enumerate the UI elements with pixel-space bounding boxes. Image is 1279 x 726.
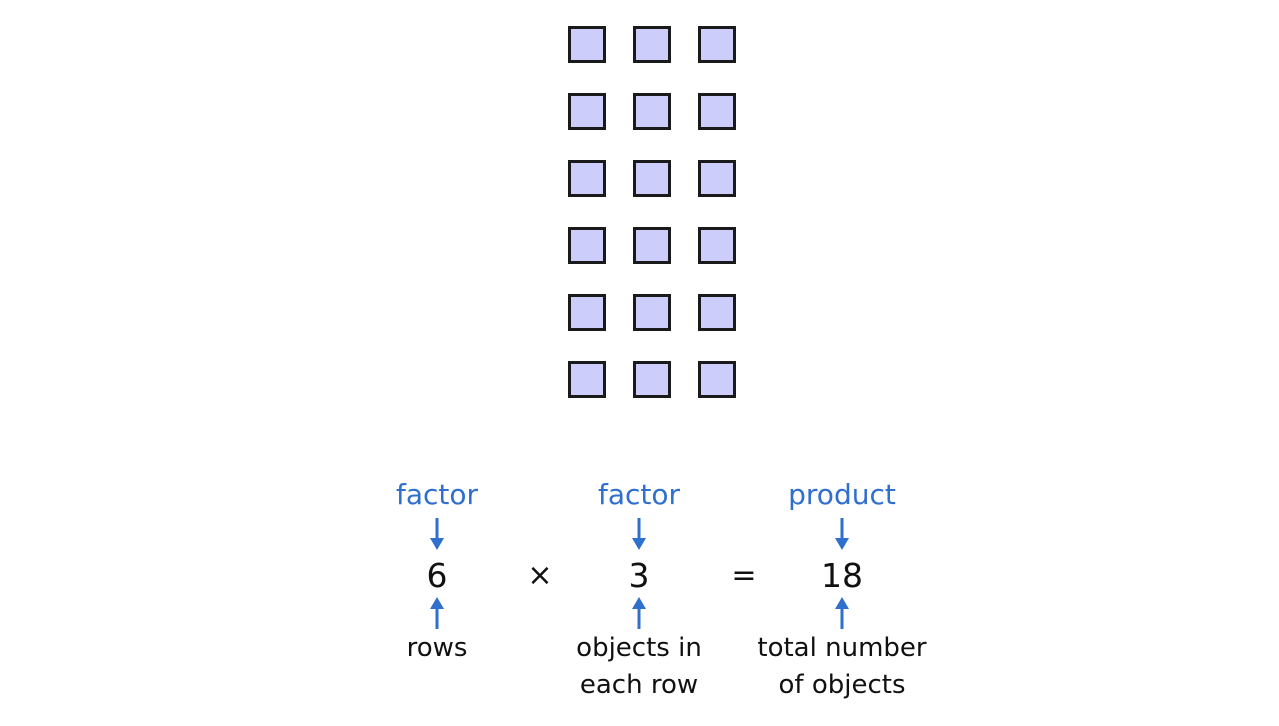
array-object [568, 294, 606, 331]
array-object [698, 227, 736, 264]
term-value: 3 [628, 556, 650, 595]
up-arrow-icon [430, 597, 444, 629]
term-description: total number of objects [757, 633, 927, 700]
array-object [633, 26, 671, 63]
term-value: 18 [821, 556, 863, 595]
array-object [633, 294, 671, 331]
array-object [698, 361, 736, 398]
term-label: factor [395, 478, 479, 511]
array-object [633, 361, 671, 398]
array-object [633, 160, 671, 197]
down-arrow-icon [430, 518, 444, 550]
array-object [568, 361, 606, 398]
down-arrow-icon [632, 518, 646, 550]
array-object [568, 160, 606, 197]
term-value: 6 [426, 556, 448, 595]
term-label: factor [597, 478, 681, 511]
up-arrow-icon [835, 597, 849, 629]
array-object [698, 26, 736, 63]
term-label: product [788, 478, 896, 511]
term-description: objects in each row [576, 633, 702, 700]
times-operator: × [527, 558, 553, 593]
term-product: product 18 total number of objects [732, 479, 952, 709]
array-object [698, 294, 736, 331]
term-description: rows [406, 633, 468, 663]
down-arrow-icon [835, 518, 849, 550]
term-factor-rows: factor 6 rows [327, 479, 547, 709]
array-object [633, 93, 671, 130]
array-object [568, 227, 606, 264]
array-object [568, 93, 606, 130]
array-object [568, 26, 606, 63]
array-object [698, 160, 736, 197]
term-factor-objects: factor 3 objects in each row [529, 479, 749, 709]
array-object [698, 93, 736, 130]
array-object [633, 227, 671, 264]
equals-operator: = [731, 558, 757, 593]
up-arrow-icon [632, 597, 646, 629]
